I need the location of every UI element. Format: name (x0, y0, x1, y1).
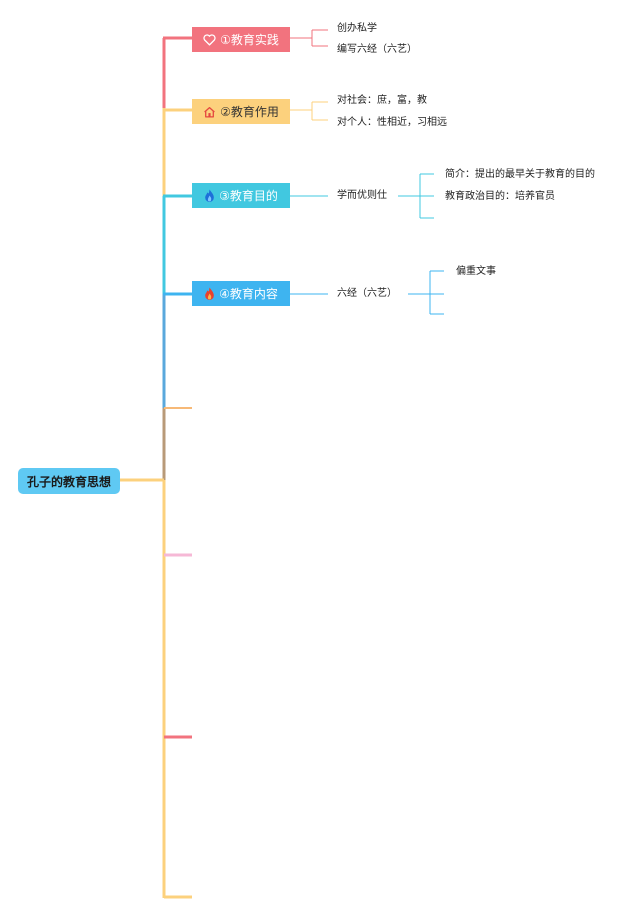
topic-goal-label: ③教育目的 (219, 189, 278, 203)
leaf-goal-child-2[interactable]: 教育政治目的：培养官员 (445, 191, 555, 202)
leaf-goal[interactable]: 学而优则仕 (337, 190, 387, 201)
branch-content (408, 270, 444, 315)
branch-topic-2 (290, 101, 328, 121)
topic-role-label: ②教育作用 (220, 105, 279, 119)
topic-practice[interactable]: ①教育实践 (192, 27, 290, 52)
topic-content[interactable]: ④教育内容 (192, 281, 290, 306)
branch-goal (398, 173, 434, 219)
leaf-practice-2[interactable]: 编写六经（六艺） (337, 44, 417, 55)
leaf-role-1[interactable]: 对社会：庶，富，教 (337, 95, 427, 106)
root-label: 孔子的教育思想 (26, 474, 111, 489)
topic-goal[interactable]: ③教育目的 (192, 183, 290, 208)
leaf-role-2[interactable]: 对个人：性相近，习相远 (337, 117, 447, 128)
flame-icon (204, 189, 215, 203)
root-node[interactable]: 孔子的教育思想 (18, 468, 120, 494)
leaf-goal-child-1[interactable]: 简介：提出的最早关于教育的目的 (445, 169, 595, 180)
leaf-practice-1[interactable]: 创办私学 (337, 23, 377, 34)
leaf-content-child-1[interactable]: 偏重文事 (456, 266, 496, 277)
heart-icon (203, 33, 216, 46)
flame-icon (204, 287, 215, 301)
topic-role[interactable]: ②教育作用 (192, 99, 290, 124)
branch-topic-1 (290, 29, 328, 47)
leaf-content[interactable]: 六经（六艺） (337, 288, 397, 299)
topic-practice-label: ①教育实践 (220, 33, 279, 47)
topic-content-label: ④教育内容 (219, 287, 278, 301)
house-icon (203, 106, 216, 118)
